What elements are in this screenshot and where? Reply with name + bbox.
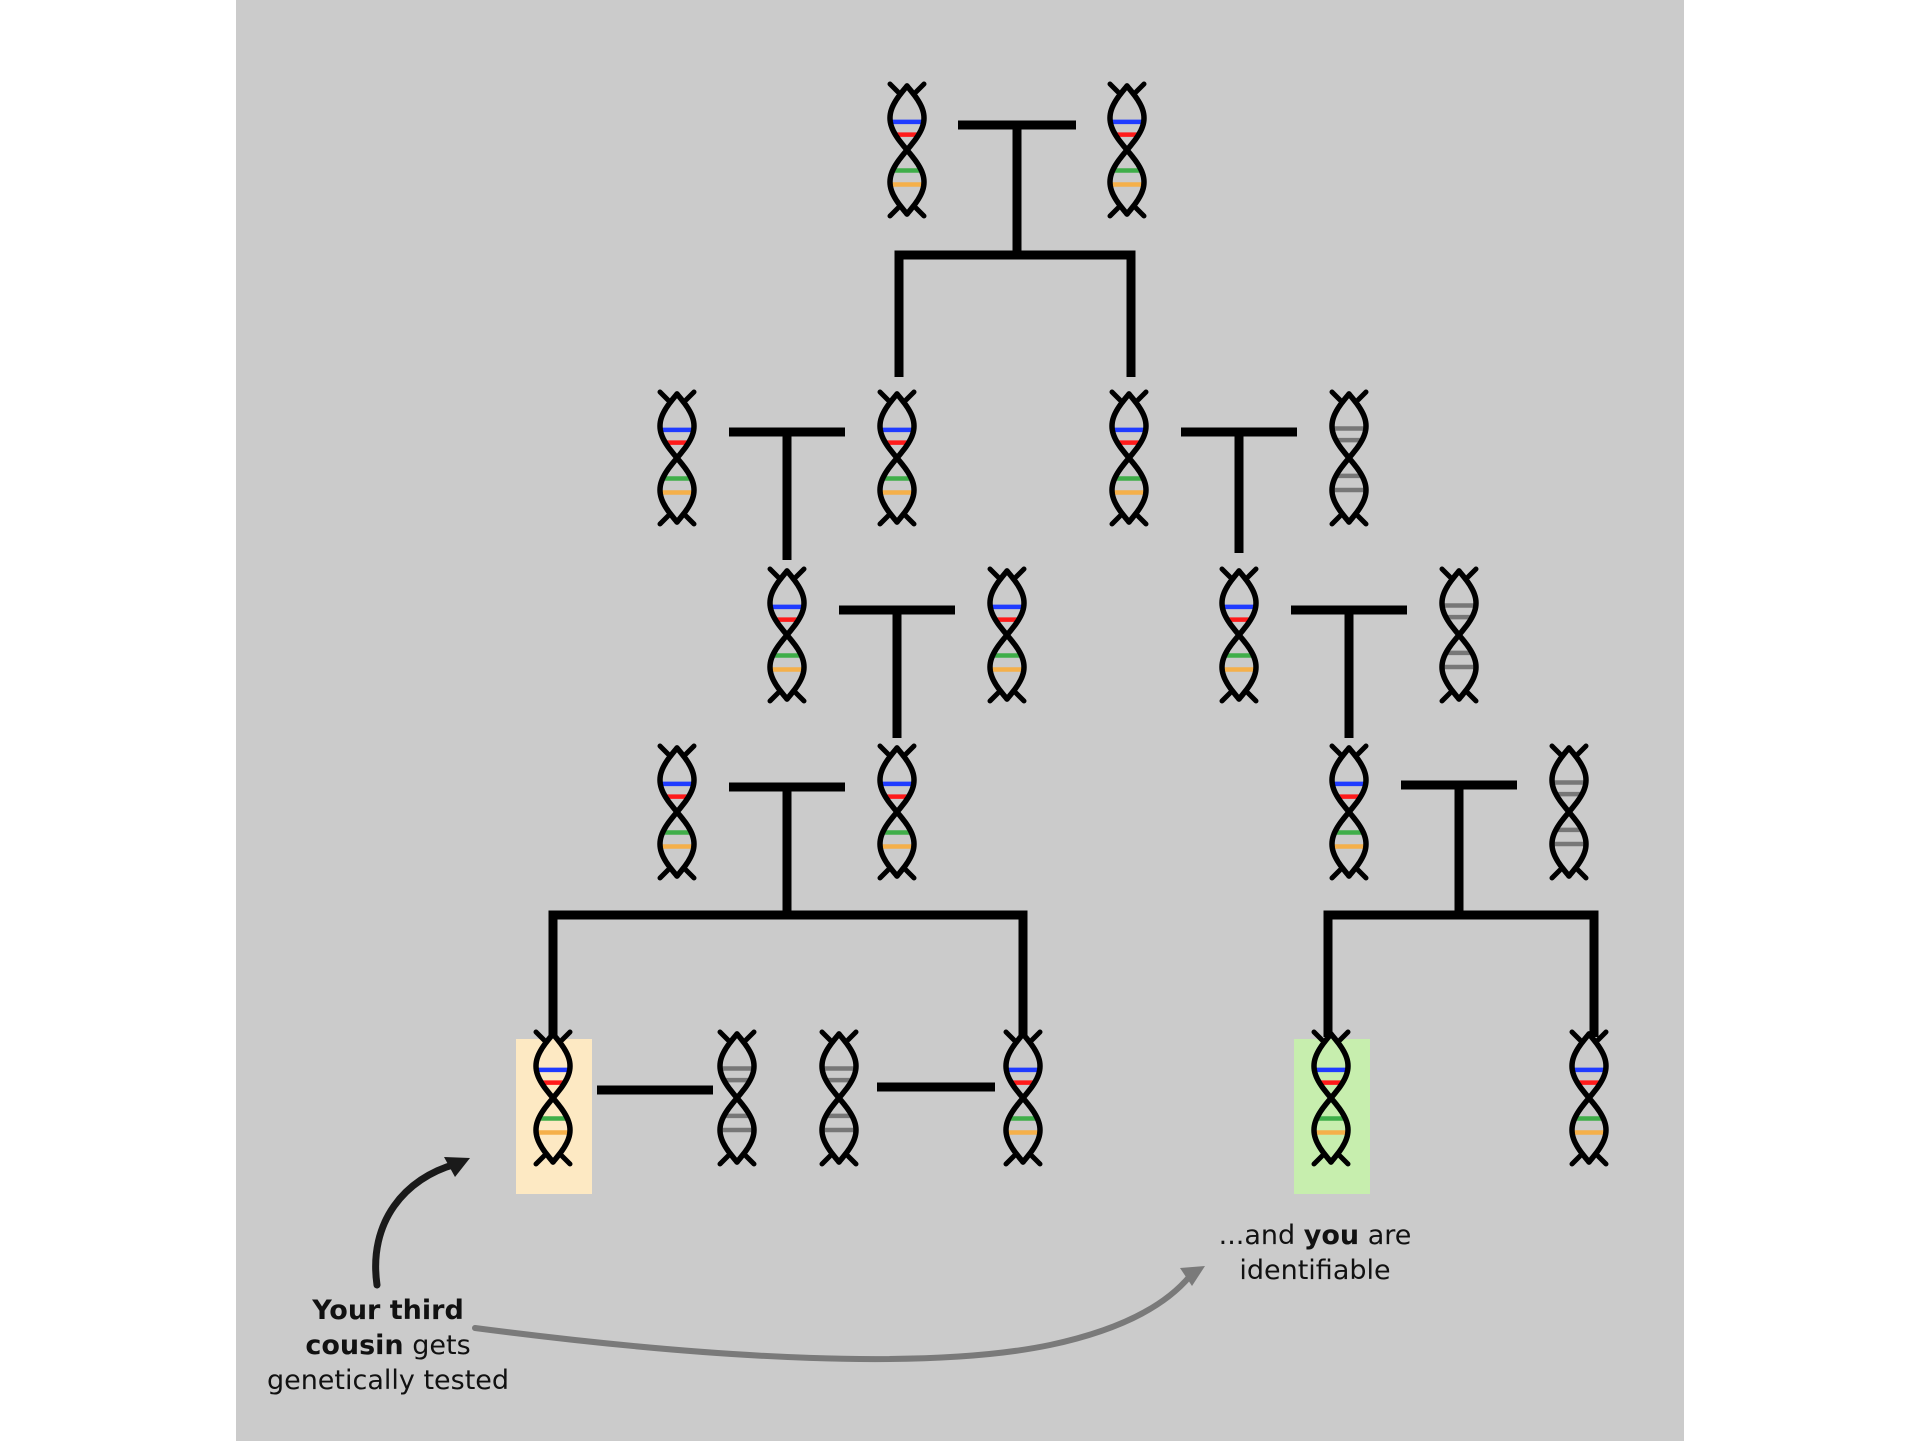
g-grandparent-left-spouse-dna-icon	[877, 389, 917, 527]
cousin-sibling-dna-icon	[1003, 1029, 1043, 1167]
g-grandparent-left-blood-dna-icon	[657, 389, 697, 527]
gg-grandparent-2-dna-icon	[1107, 81, 1147, 219]
arrow-to-you-head	[1180, 1266, 1205, 1286]
highlights	[516, 1039, 1370, 1194]
caption-you-bold: you	[1303, 1220, 1360, 1251]
arrow-to-cousin-head	[444, 1157, 470, 1177]
arrows	[372, 1157, 1205, 1363]
branch-parent-left-children	[548, 910, 1028, 1037]
your-sibling-dna-icon	[1569, 1029, 1609, 1167]
grandparent-left-spouse-dna-icon	[987, 566, 1027, 704]
caption-cousin-line3: genetically tested	[266, 1365, 510, 1396]
arrow-to-you	[472, 1273, 1193, 1363]
caption-you-line1b: are	[1359, 1220, 1412, 1251]
g-grandparent-right-spouse-dna-icon	[1329, 389, 1369, 527]
connectors	[548, 120, 1599, 1095]
cousin-spouse-dna-icon	[717, 1029, 757, 1167]
grandparent-left-blood-dna-icon	[767, 566, 807, 704]
caption-you-identifiable: ...and you are identifiable	[1195, 1218, 1435, 1288]
caption-you-line2: identifiable	[1239, 1255, 1391, 1286]
branch-gg-children	[894, 250, 1136, 377]
you-dna-icon	[1311, 1029, 1351, 1167]
parent-left-spouse-dna-icon	[657, 743, 697, 881]
people	[533, 81, 1609, 1167]
parent-right-spouse-dna-icon	[1549, 743, 1589, 881]
branch-parent-right-children	[1323, 910, 1599, 1037]
caption-cousin-line2: gets	[403, 1330, 471, 1361]
diagram-panel	[236, 0, 1684, 1441]
parent-right-blood-dna-icon	[1329, 743, 1369, 881]
gg-grandparent-1-dna-icon	[887, 81, 927, 219]
caption-cousin-bold: cousin	[305, 1330, 404, 1361]
arrow-to-cousin	[372, 1160, 460, 1289]
grandparent-right-blood-dna-icon	[1219, 566, 1259, 704]
third-cousin-dna-icon	[533, 1029, 573, 1167]
g-grandparent-right-blood-dna-icon	[1109, 389, 1149, 527]
cousin-sibling-spouse-dna-icon	[819, 1029, 859, 1167]
caption-cousin-line1: Your third	[312, 1295, 464, 1326]
caption-you-line1: ...and	[1218, 1220, 1304, 1251]
caption-third-cousin: Your third cousin gets genetically teste…	[250, 1293, 526, 1398]
parent-left-blood-dna-icon	[877, 743, 917, 881]
grandparent-right-spouse-dna-icon	[1439, 566, 1479, 704]
